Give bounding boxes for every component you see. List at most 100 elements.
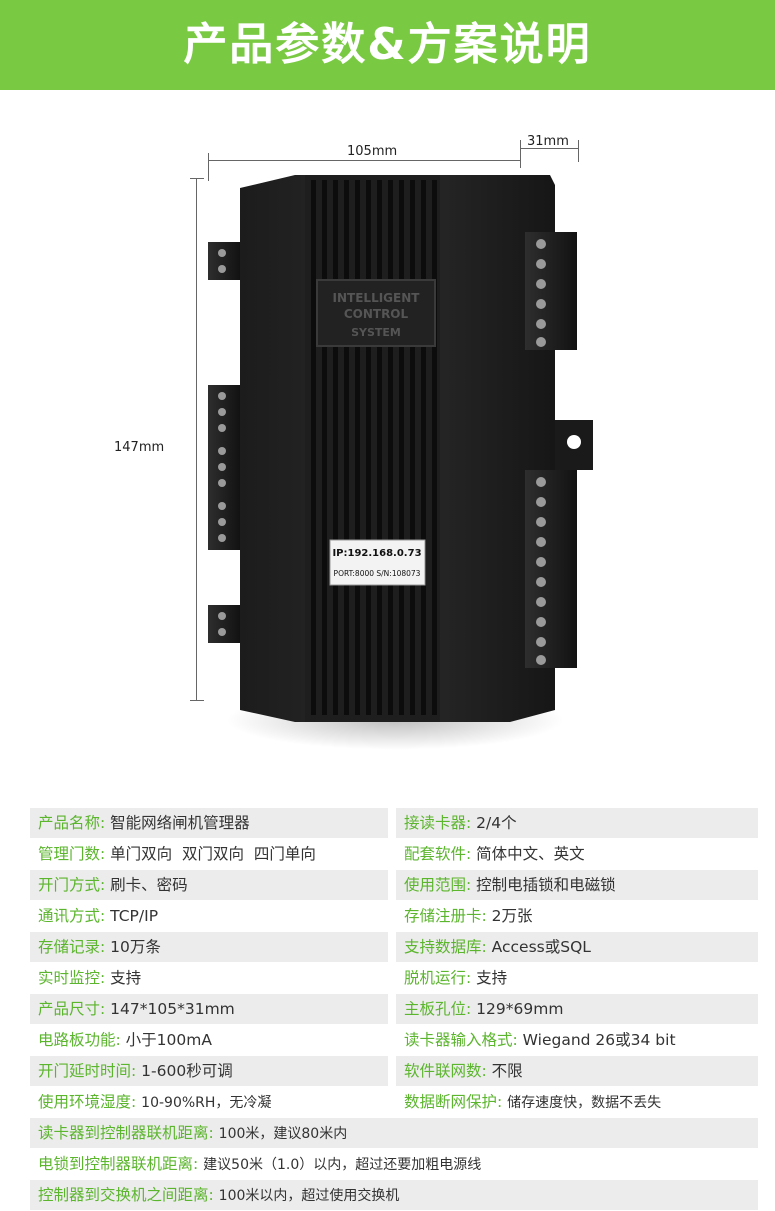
spec-value: 10-90%RH，无冷凝	[141, 1095, 272, 1111]
spec-cell: 读卡器到控制器联机距离: 100米，建议80米内	[30, 1118, 758, 1148]
right-terminal-blocks	[525, 232, 577, 668]
spec-value: 10万条	[110, 938, 161, 956]
spec-row: 产品名称: 智能网络闸机管理器 接读卡器: 2/4个	[30, 808, 758, 838]
spec-table: 产品名称: 智能网络闸机管理器 接读卡器: 2/4个 管理门数: 单门双向 双门…	[30, 808, 758, 1211]
spec-key: 支持数据库:	[404, 938, 487, 956]
spec-row: 开门延时时间: 1-600秒可调 软件联网数: 不限	[30, 1056, 758, 1086]
spec-key: 数据断网保护:	[404, 1093, 503, 1111]
height-dimension-tick-top	[190, 178, 204, 179]
height-dimension-line	[196, 178, 197, 700]
controller-device-image: INTELLIGENT CONTROL SYSTEM IP:192.168.0.…	[208, 175, 593, 722]
spec-cell: 脱机运行: 支持	[396, 963, 758, 993]
logo-line-3: SYSTEM	[351, 326, 401, 339]
spec-key: 读卡器输入格式:	[404, 1031, 518, 1049]
spec-cell: 产品名称: 智能网络闸机管理器	[30, 808, 388, 838]
spec-row-full: 电锁到控制器联机距离: 建议50米（1.0）以内，超过还要加粗电源线	[30, 1149, 758, 1179]
port-sn-label: PORT:8000 S/N:108073	[334, 569, 421, 578]
spec-key: 通讯方式:	[38, 907, 106, 925]
spec-value: 147*105*31mm	[110, 1000, 235, 1018]
spec-row: 使用环境湿度: 10-90%RH，无冷凝 数据断网保护: 储存速度快，数据不丢失	[30, 1087, 758, 1117]
spec-key: 配套软件:	[404, 845, 472, 863]
spec-row: 实时监控: 支持 脱机运行: 支持	[30, 963, 758, 993]
spec-key: 软件联网数:	[404, 1062, 487, 1080]
spec-value: 129*69mm	[476, 1000, 564, 1018]
spec-cell: 存储记录: 10万条	[30, 932, 388, 962]
spec-row-full: 读卡器到控制器联机距离: 100米，建议80米内	[30, 1118, 758, 1148]
ip-label: IP:192.168.0.73	[332, 548, 421, 559]
spec-value: 2万张	[491, 907, 533, 925]
spec-cell: 数据断网保护: 储存速度快，数据不丢失	[396, 1087, 758, 1117]
spec-value: 储存速度快，数据不丢失	[507, 1095, 662, 1111]
spec-value: 单门双向 双门双向 四门单向	[110, 845, 316, 863]
spec-key: 产品名称:	[38, 814, 106, 832]
spec-cell: 电锁到控制器联机距离: 建议50米（1.0）以内，超过还要加粗电源线	[30, 1149, 758, 1179]
spec-row: 开门方式: 刷卡、密码 使用范围: 控制电插锁和电磁锁	[30, 870, 758, 900]
spec-cell: 开门延时时间: 1-600秒可调	[30, 1056, 388, 1086]
spec-cell: 接读卡器: 2/4个	[396, 808, 758, 838]
spec-cell: 使用范围: 控制电插锁和电磁锁	[396, 870, 758, 900]
spec-cell: 配套软件: 简体中文、英文	[396, 839, 758, 869]
spec-key: 脱机运行:	[404, 969, 472, 987]
spec-row: 存储记录: 10万条 支持数据库: Access或SQL	[30, 932, 758, 962]
width-dimension-tick-right	[520, 140, 521, 168]
spec-key: 电路板功能:	[38, 1031, 121, 1049]
header-banner: 产品参数&方案说明	[0, 0, 775, 90]
height-dimension-tick-bottom	[190, 700, 204, 701]
width-dimension-line	[208, 160, 520, 161]
ribs	[311, 180, 437, 715]
spec-key: 实时监控:	[38, 969, 106, 987]
spec-row-full: 控制器到交换机之间距离: 100米以内，超过使用交换机	[30, 1180, 758, 1210]
logo-line-2: CONTROL	[344, 307, 409, 321]
spec-row: 管理门数: 单门双向 双门双向 四门单向 配套软件: 简体中文、英文	[30, 839, 758, 869]
spec-key: 存储记录:	[38, 938, 106, 956]
spec-cell: 软件联网数: 不限	[396, 1056, 758, 1086]
spec-value: 100米以内，超过使用交换机	[218, 1188, 400, 1204]
logo-line-1: INTELLIGENT	[333, 291, 421, 305]
spec-cell: 读卡器输入格式: Wiegand 26或34 bit	[396, 1025, 758, 1055]
width-dimension-tick-left	[208, 153, 209, 181]
spec-key: 使用范围:	[404, 876, 472, 894]
depth-label: 31mm	[527, 134, 569, 149]
spec-value: 100米，建议80米内	[218, 1126, 348, 1142]
spec-cell: 产品尺寸: 147*105*31mm	[30, 994, 388, 1024]
right-terminal-screws	[536, 239, 546, 665]
spec-value: 1-600秒可调	[141, 1062, 233, 1080]
spec-cell: 存储注册卡: 2万张	[396, 901, 758, 931]
spec-value: 简体中文、英文	[476, 845, 585, 863]
spec-key: 开门延时时间:	[38, 1062, 137, 1080]
spec-key: 存储注册卡:	[404, 907, 487, 925]
spec-value: 控制电插锁和电磁锁	[476, 876, 616, 894]
spec-key: 产品尺寸:	[38, 1000, 106, 1018]
spec-cell: 通讯方式: TCP/IP	[30, 901, 388, 931]
spec-cell: 主板孔位: 129*69mm	[396, 994, 758, 1024]
spec-cell: 支持数据库: Access或SQL	[396, 932, 758, 962]
depth-dimension-line	[520, 148, 578, 149]
spec-value: Wiegand 26或34 bit	[522, 1031, 676, 1049]
spec-cell: 控制器到交换机之间距离: 100米以内，超过使用交换机	[30, 1180, 758, 1210]
spec-key: 控制器到交换机之间距离:	[38, 1186, 214, 1204]
spec-value: 建议50米（1.0）以内，超过还要加粗电源线	[203, 1157, 482, 1173]
spec-value: 2/4个	[476, 814, 517, 832]
spec-value: Access或SQL	[491, 938, 591, 956]
spec-row: 产品尺寸: 147*105*31mm 主板孔位: 129*69mm	[30, 994, 758, 1024]
spec-key: 电锁到控制器联机距离:	[38, 1155, 199, 1173]
spec-key: 管理门数:	[38, 845, 106, 863]
spec-key: 读卡器到控制器联机距离:	[38, 1124, 214, 1142]
spec-value: TCP/IP	[110, 907, 159, 925]
spec-value: 刷卡、密码	[110, 876, 188, 894]
spec-cell: 电路板功能: 小于100mA	[30, 1025, 388, 1055]
spec-value: 智能网络闸机管理器	[110, 814, 250, 832]
spec-value: 小于100mA	[125, 1031, 212, 1049]
height-label: 147mm	[114, 440, 165, 455]
spec-value: 不限	[491, 1062, 523, 1080]
spec-value: 支持	[110, 969, 142, 987]
banner-title: 产品参数&方案说明	[183, 19, 592, 70]
spec-cell: 实时监控: 支持	[30, 963, 388, 993]
spec-row: 通讯方式: TCP/IP 存储注册卡: 2万张	[30, 901, 758, 931]
depth-dimension-tick	[578, 140, 579, 162]
left-terminal-screws	[218, 249, 226, 636]
spec-value: 支持	[476, 969, 508, 987]
spec-cell: 开门方式: 刷卡、密码	[30, 870, 388, 900]
left-terminal-blocks	[208, 242, 240, 643]
width-label: 105mm	[347, 144, 398, 159]
